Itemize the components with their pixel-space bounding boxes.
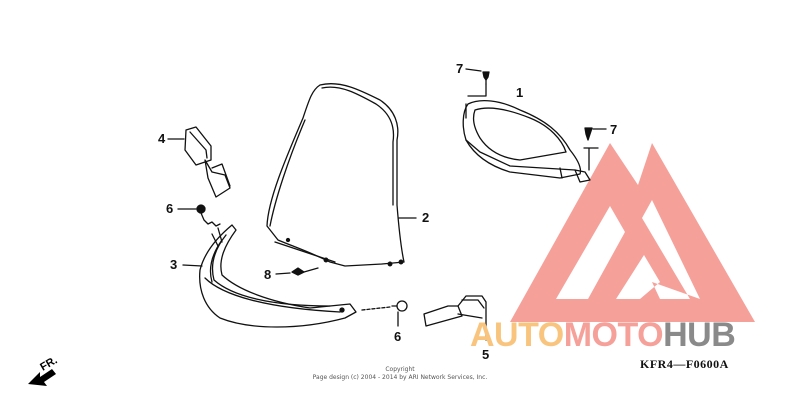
part-4-left-mirror <box>167 126 231 198</box>
callout-5[interactable]: 5 <box>482 347 490 362</box>
watermark-text: AUTOMOTOHUB <box>470 316 736 354</box>
watermark-hub: HUB <box>663 316 736 354</box>
bolt-6b-icon <box>361 300 408 327</box>
callout-3[interactable]: 3 <box>170 257 178 272</box>
part-1-meter-cover <box>462 83 599 183</box>
screw-7b-icon <box>584 127 607 141</box>
callout-2[interactable]: 2 <box>422 210 430 225</box>
callout-4[interactable]: 4 <box>158 131 166 146</box>
bolt-6a-icon <box>177 204 221 227</box>
part-2-windscreen <box>266 83 417 267</box>
callout-8[interactable]: 8 <box>264 267 272 282</box>
copyright-notice: Copyright Page design (c) 2004 - 2014 by… <box>280 366 520 382</box>
callout-1[interactable]: 1 <box>516 85 524 100</box>
watermark-auto: AUTO <box>470 316 564 354</box>
screw-8-icon <box>275 267 319 276</box>
part-5-right-mirror <box>423 295 487 341</box>
diagram-code: KFR4—F0600A <box>640 357 729 371</box>
copyright-line1: Copyright <box>385 366 415 373</box>
screw-7a-icon <box>465 68 490 85</box>
callout-6a[interactable]: 6 <box>166 201 174 216</box>
part-3-screen-garnish <box>182 224 357 328</box>
copyright-line2: Page design (c) 2004 - 2014 by ARI Netwo… <box>312 374 488 381</box>
callout-7a[interactable]: 7 <box>456 61 464 76</box>
watermark-logo-icon <box>510 143 755 322</box>
front-direction-arrow-icon <box>28 369 56 386</box>
watermark-moto: MOTO <box>563 316 664 354</box>
callout-7b[interactable]: 7 <box>610 122 618 137</box>
callout-6b[interactable]: 6 <box>394 329 402 344</box>
